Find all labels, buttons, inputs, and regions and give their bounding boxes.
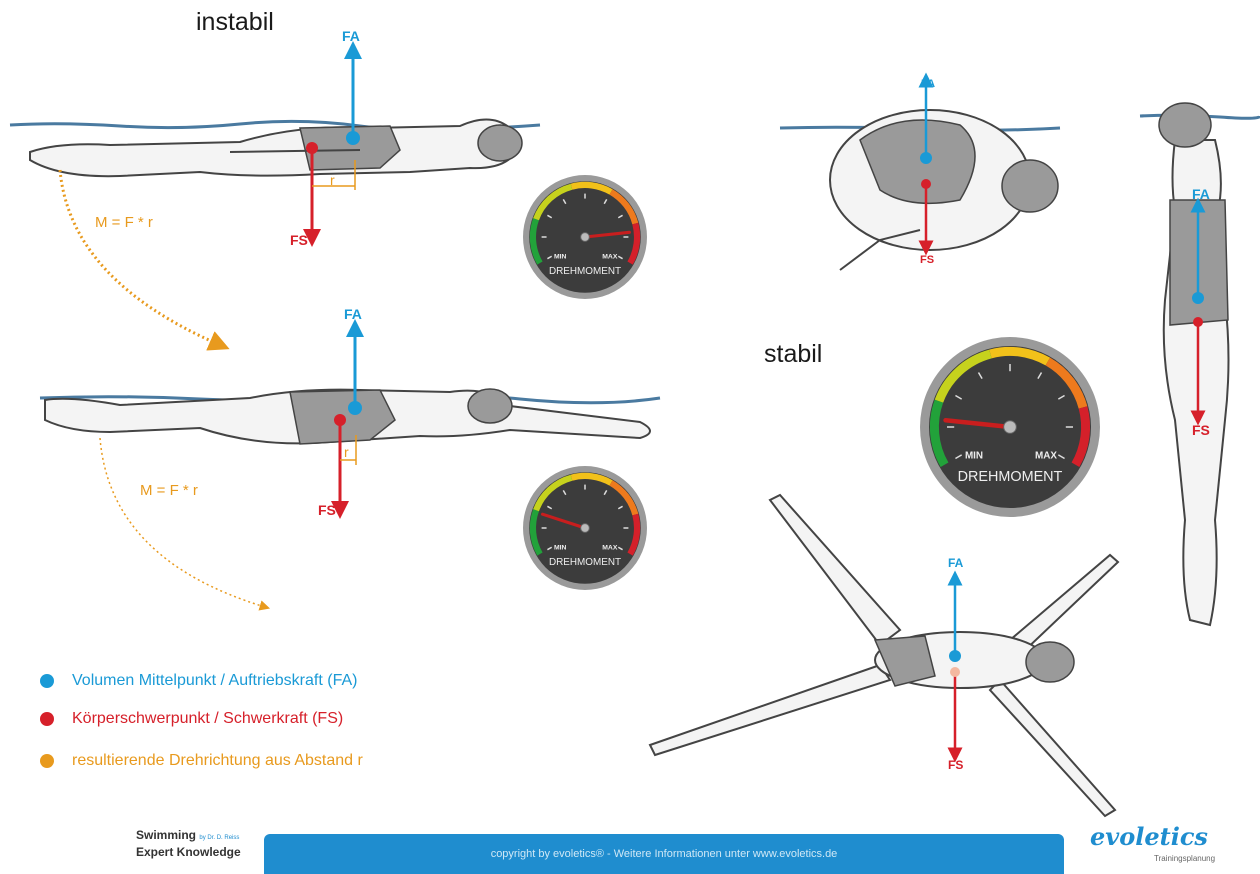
gauge-2: MIN MAX DREHMOMENT xyxy=(523,466,647,590)
fa-label: FA xyxy=(948,556,963,570)
gravity-point xyxy=(950,667,960,677)
logo-text: Expert Knowledge xyxy=(136,845,241,859)
legend-text: resultierende Drehrichtung aus Abstand r xyxy=(72,752,363,770)
legend-item: resultierende Drehrichtung aus Abstand r xyxy=(40,752,363,770)
gauge-min-label: MIN xyxy=(554,545,567,552)
swimming-logo: Swimming by Dr. D. Reiss Expert Knowledg… xyxy=(136,828,241,859)
r-label: r xyxy=(330,172,335,188)
swimmer-figure xyxy=(650,495,1118,816)
gauge-max-label: MAX xyxy=(602,545,618,552)
fs-label: FS xyxy=(948,758,963,772)
rotation-arrow xyxy=(60,170,220,345)
swimmer-figure xyxy=(30,120,522,177)
fa-label: FA xyxy=(1192,186,1210,202)
buoyancy-point xyxy=(920,152,932,164)
fa-label: FA xyxy=(344,306,362,322)
fa-label: FA xyxy=(342,28,360,44)
fs-label: FS xyxy=(1192,422,1210,438)
buoyancy-point xyxy=(348,401,362,415)
logo-text: evoletics xyxy=(1090,822,1208,851)
gauge-1: MIN MAX DREHMOMENT xyxy=(523,175,647,299)
logo-small-text: by Dr. D. Reiss xyxy=(199,835,239,841)
buoyancy-point xyxy=(1192,292,1204,304)
legend-item: Volumen Mittelpunkt / Auftriebskraft (FA… xyxy=(40,672,357,690)
gauge-caption: DREHMOMENT xyxy=(549,557,621,568)
moment-formula: M = F * r xyxy=(95,214,153,231)
legend-dot-red xyxy=(40,712,54,726)
gauge-3: MIN MAX DREHMOMENT xyxy=(920,337,1100,517)
swimmer-figure xyxy=(830,110,1058,270)
legend-item: Körperschwerpunkt / Schwerkraft (FS) xyxy=(40,710,343,728)
gravity-point xyxy=(921,179,931,189)
gauge-caption: DREHMOMENT xyxy=(958,469,1063,485)
r-label: r xyxy=(344,444,349,460)
gravity-point xyxy=(1193,317,1203,327)
gauge-caption: DREHMOMENT xyxy=(549,266,621,277)
title-instabil: instabil xyxy=(196,8,274,37)
footer-bar: copyright by evoletics® - Weitere Inform… xyxy=(264,834,1064,874)
buoyancy-point xyxy=(949,650,961,662)
gauges: MIN MAX DREHMOMENT MIN MAX DREHMOMENT MIN MAX DR… xyxy=(523,175,1100,590)
gauge-max-label: MAX xyxy=(1035,451,1057,462)
gauge-min-label: MIN xyxy=(965,451,983,462)
gauge-hub xyxy=(581,233,590,242)
gravity-point xyxy=(334,414,346,426)
gauge-min-label: MIN xyxy=(554,254,567,261)
fs-label: FS xyxy=(920,254,934,266)
fa-label: FA xyxy=(921,78,935,90)
moment-formula: M = F * r xyxy=(140,482,198,499)
legend-text: Volumen Mittelpunkt / Auftriebskraft (FA… xyxy=(72,672,357,690)
buoyancy-point xyxy=(346,131,360,145)
fs-label: FS xyxy=(318,502,336,518)
gauge-hub xyxy=(581,524,590,533)
legend-dot-blue xyxy=(40,674,54,688)
gauge-hub xyxy=(1004,421,1017,434)
fs-label: FS xyxy=(290,232,308,248)
gauge-max-label: MAX xyxy=(602,254,618,261)
copyright-text: copyright by evoletics® - Weitere Inform… xyxy=(491,848,838,860)
evoletics-logo: evoletics Trainingsplanung xyxy=(1090,822,1208,851)
logo-text: Swimming xyxy=(136,828,196,842)
title-stabil: stabil xyxy=(764,340,822,369)
legend-text: Körperschwerpunkt / Schwerkraft (FS) xyxy=(72,710,343,728)
logo-small-text: Trainingsplanung xyxy=(1154,854,1215,863)
rotation-arrow xyxy=(100,438,265,607)
gravity-point xyxy=(306,142,318,154)
legend-dot-orange xyxy=(40,754,54,768)
swimmer-figure xyxy=(1159,103,1229,625)
